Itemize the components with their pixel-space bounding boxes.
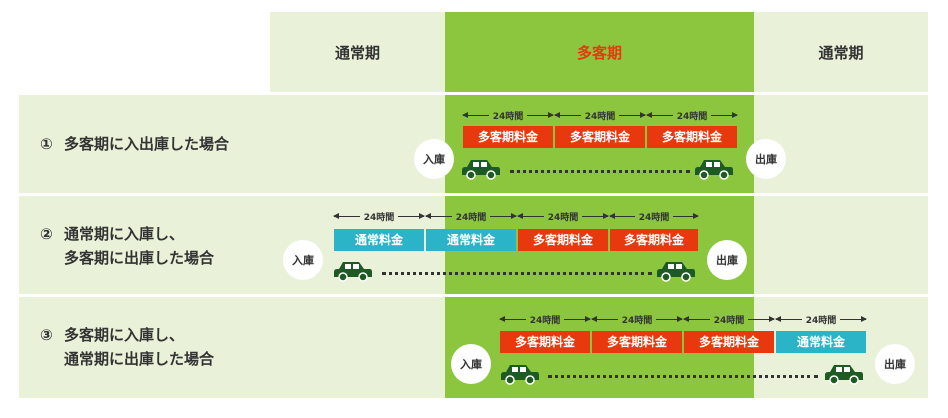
exit-bubble: 出庫 bbox=[746, 139, 786, 179]
duration-label: 24時間 bbox=[805, 315, 837, 326]
duration-arrow: 24時間 bbox=[499, 312, 591, 326]
entry-label: 入庫 bbox=[423, 153, 445, 166]
duration-label: 24時間 bbox=[621, 315, 653, 326]
duration-label: 24時間 bbox=[584, 111, 616, 122]
fee-normal: 通常料金 bbox=[776, 331, 866, 353]
duration-arrow: 24時間 bbox=[646, 108, 738, 122]
row1-bg-right bbox=[754, 95, 928, 193]
header-normal-right: 通常期 bbox=[754, 12, 928, 92]
duration-arrow: 24時間 bbox=[425, 209, 517, 223]
row1-bg-left bbox=[19, 95, 445, 193]
header-normal-left-label: 通常期 bbox=[334, 43, 380, 62]
row1-line1: 多客期に入出庫した場合 bbox=[64, 135, 230, 153]
exit-label: 出庫 bbox=[716, 254, 738, 267]
duration-label: 24時間 bbox=[363, 212, 395, 223]
row3-line2: 通常期に出庫した場合 bbox=[64, 350, 215, 368]
fee-peak: 多客期料金 bbox=[610, 229, 698, 251]
duration-arrow: 24時間 bbox=[517, 209, 609, 223]
row3-number: ③ bbox=[40, 326, 53, 344]
row2-number: ② bbox=[40, 225, 53, 243]
car-icon bbox=[501, 365, 539, 385]
duration-arrow: 24時間 bbox=[554, 108, 646, 122]
row3-line1: 多客期に入庫し、 bbox=[64, 326, 185, 344]
row1-label: ① 多客期に入出庫した場合 bbox=[40, 132, 229, 156]
row1-number: ① bbox=[40, 135, 53, 153]
entry-bubble: 入庫 bbox=[414, 139, 454, 179]
fee-normal: 通常料金 bbox=[334, 229, 424, 251]
duration-label: 24時間 bbox=[529, 315, 561, 326]
fee-peak: 多客期料金 bbox=[647, 126, 737, 148]
row2-label: ② 通常期に入庫し、 多客期に出庫した場合 bbox=[40, 222, 214, 270]
exit-label: 出庫 bbox=[755, 153, 777, 166]
duration-label: 24時間 bbox=[638, 212, 670, 223]
car-icon bbox=[825, 365, 863, 385]
exit-bubble: 出庫 bbox=[875, 344, 915, 384]
fee-peak: 多客期料金 bbox=[684, 331, 774, 353]
exit-label: 出庫 bbox=[884, 358, 906, 371]
car-icon bbox=[695, 160, 733, 180]
row2-line2: 多客期に出庫した場合 bbox=[64, 249, 215, 267]
parking-duration-dots bbox=[382, 272, 652, 275]
duration-label: 24時間 bbox=[492, 111, 524, 122]
entry-bubble: 入庫 bbox=[283, 240, 323, 280]
row3-bg-left bbox=[19, 297, 445, 398]
header-normal-left: 通常期 bbox=[270, 12, 445, 92]
duration-label: 24時間 bbox=[455, 212, 487, 223]
entry-label: 入庫 bbox=[460, 358, 482, 371]
row2-line1: 通常期に入庫し、 bbox=[64, 225, 185, 243]
parking-duration-dots bbox=[548, 375, 818, 378]
header-normal-right-label: 通常期 bbox=[818, 43, 864, 62]
duration-arrow: 24時間 bbox=[591, 312, 683, 326]
duration-arrow: 24時間 bbox=[609, 209, 699, 223]
header-peak: 多客期 bbox=[445, 12, 754, 92]
duration-label: 24時間 bbox=[547, 212, 579, 223]
duration-arrow: 24時間 bbox=[683, 312, 775, 326]
fee-normal: 通常料金 bbox=[426, 229, 516, 251]
parking-duration-dots bbox=[510, 170, 690, 173]
duration-arrow: 24時間 bbox=[462, 108, 554, 122]
car-icon bbox=[657, 262, 695, 282]
entry-label: 入庫 bbox=[292, 254, 314, 267]
row2-bg-right bbox=[754, 196, 928, 294]
car-icon bbox=[462, 160, 500, 180]
fee-peak: 多客期料金 bbox=[463, 126, 553, 148]
entry-bubble: 入庫 bbox=[451, 344, 491, 384]
fee-peak: 多客期料金 bbox=[518, 229, 608, 251]
fee-peak: 多客期料金 bbox=[592, 331, 682, 353]
duration-arrow: 24時間 bbox=[775, 312, 867, 326]
exit-bubble: 出庫 bbox=[707, 240, 747, 280]
duration-label: 24時間 bbox=[713, 315, 745, 326]
fee-peak: 多客期料金 bbox=[500, 331, 590, 353]
row3-label: ③ 多客期に入庫し、 通常期に出庫した場合 bbox=[40, 323, 214, 371]
duration-label: 24時間 bbox=[676, 111, 708, 122]
header-peak-label: 多客期 bbox=[576, 43, 622, 62]
duration-arrow: 24時間 bbox=[333, 209, 425, 223]
car-icon bbox=[334, 262, 372, 282]
fee-peak: 多客期料金 bbox=[555, 126, 645, 148]
